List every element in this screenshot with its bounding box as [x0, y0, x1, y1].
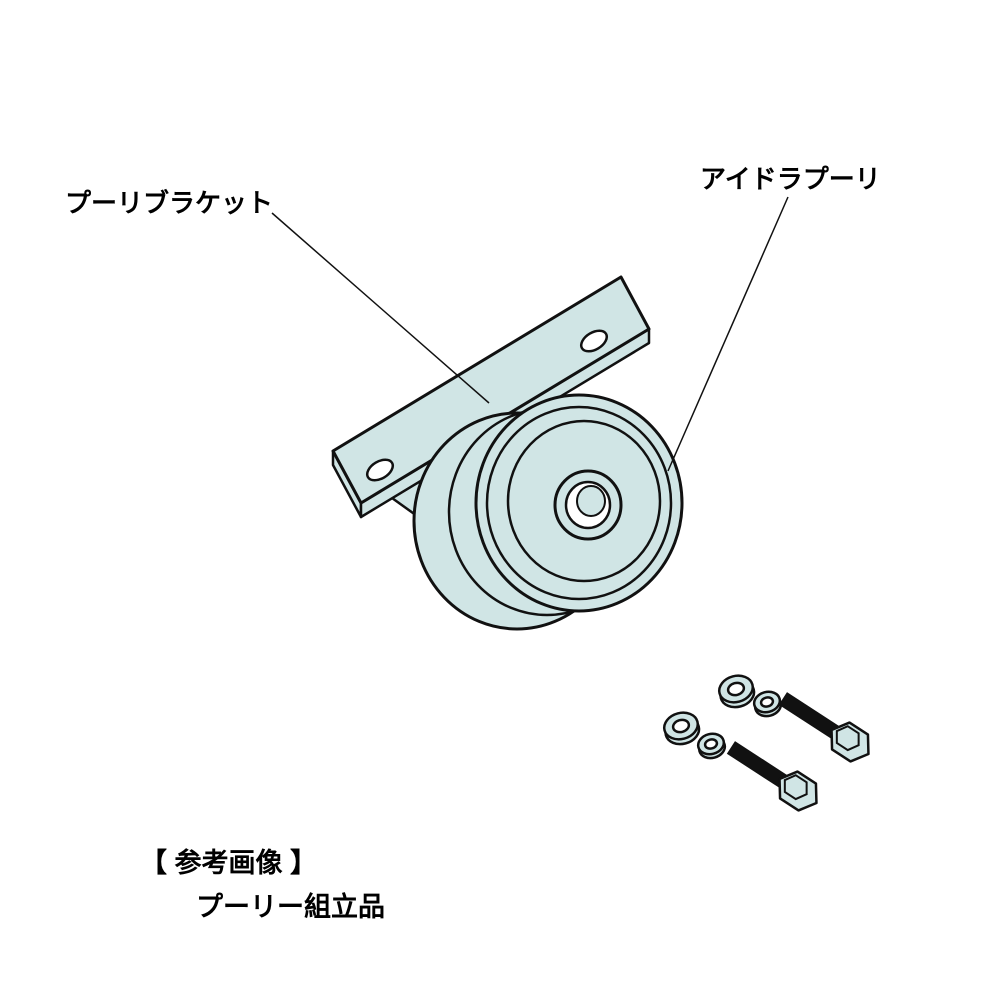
bolt-shaft [726, 741, 791, 790]
bracket-hole-left [365, 458, 395, 482]
flat-washer-1 [717, 674, 756, 709]
pulley-bore-inner [576, 485, 606, 517]
bolt-head [778, 770, 818, 812]
bolt-shaft [778, 692, 843, 741]
caption-reference-image: 【 参考画像 】 [140, 847, 317, 878]
hex-bolt-2 [726, 741, 818, 812]
pulley-rim-edge [485, 405, 673, 601]
bolt-head-face [835, 725, 860, 752]
flat-washer-4 [696, 732, 727, 760]
label-pulley-bracket: プーリブラケット [65, 188, 273, 218]
bolt-head [830, 721, 870, 763]
leader-line-pulley [667, 196, 789, 472]
bracket-hole-right [579, 329, 609, 353]
washer-hole [671, 718, 691, 734]
leader-line-bracket [271, 212, 490, 404]
bolt-head-face [783, 774, 808, 801]
idler-pulley [412, 393, 684, 631]
washer-hole [759, 696, 775, 708]
washer-hole [726, 681, 746, 697]
bracket-face [331, 275, 651, 505]
caption-pulley-assembly: プーリー組立品 [196, 891, 385, 922]
hex-bolt-1 [778, 692, 870, 763]
label-idler-pulley: アイドラプーリ [700, 164, 881, 194]
pulley-face-edge [506, 419, 662, 583]
washer-hole [703, 738, 719, 750]
flat-washer-2 [752, 690, 783, 718]
flat-washer-3 [662, 711, 701, 746]
